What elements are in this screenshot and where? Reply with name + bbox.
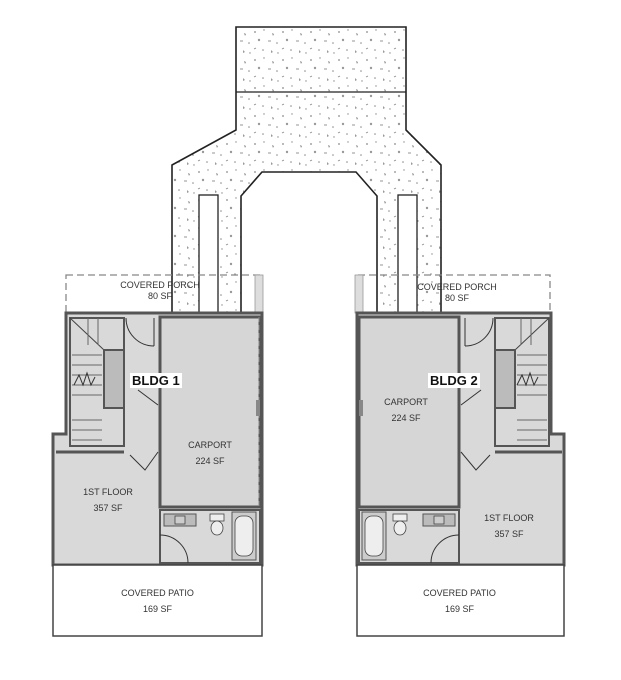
b1-carport-area: 224 SF bbox=[195, 456, 225, 466]
b1-first-floor-name: 1ST FLOOR bbox=[83, 487, 133, 497]
b2-covered-patio-name: COVERED PATIO bbox=[423, 588, 496, 598]
b2-covered-porch-area: 80 SF bbox=[444, 293, 469, 303]
b1-carport-label: CARPORT 224 SF bbox=[170, 440, 250, 467]
b2-covered-porch-name: COVERED PORCH bbox=[417, 282, 497, 292]
b1-covered-porch-area: 80 SF bbox=[147, 291, 172, 301]
b1-covered-patio-label: COVERED PATIO 169 SF bbox=[100, 588, 215, 615]
building-2 bbox=[354, 274, 566, 637]
b1-covered-patio-area: 169 SF bbox=[142, 604, 173, 614]
b1-covered-patio-name: COVERED PATIO bbox=[121, 588, 194, 598]
b2-carport-area: 224 SF bbox=[391, 413, 421, 423]
b2-building-name: BLDG 2 bbox=[428, 373, 480, 388]
b2-first-floor-area: 357 SF bbox=[494, 529, 524, 539]
building-1 bbox=[51, 274, 264, 637]
b2-covered-patio-area: 169 SF bbox=[444, 604, 475, 614]
b2-covered-porch-label: COVERED PORCH 80 SF bbox=[407, 282, 507, 304]
b1-first-floor-area: 357 SF bbox=[93, 503, 123, 513]
b2-covered-patio-label: COVERED PATIO 169 SF bbox=[402, 588, 517, 615]
b2-carport-name: CARPORT bbox=[384, 397, 428, 407]
b2-first-floor-label: 1ST FLOOR 357 SF bbox=[469, 513, 549, 540]
b1-first-floor-label: 1ST FLOOR 357 SF bbox=[68, 487, 148, 514]
driveway bbox=[171, 26, 442, 314]
b1-covered-porch-label: COVERED PORCH 80 SF bbox=[110, 280, 210, 302]
b1-carport-name: CARPORT bbox=[188, 440, 232, 450]
b2-carport-label: CARPORT 224 SF bbox=[366, 397, 446, 424]
b2-first-floor-name: 1ST FLOOR bbox=[484, 513, 534, 523]
b1-covered-porch-name: COVERED PORCH bbox=[120, 280, 200, 290]
b1-building-name: BLDG 1 bbox=[130, 373, 182, 388]
